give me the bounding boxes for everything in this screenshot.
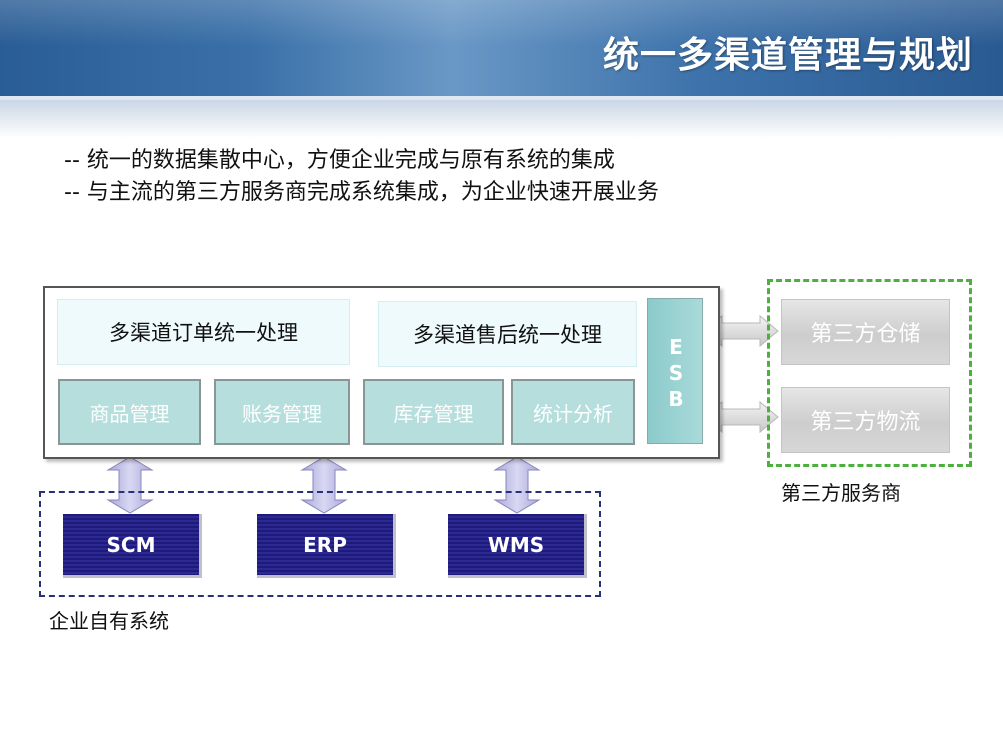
system-wms: WMS	[448, 514, 587, 578]
internal-systems-group	[39, 491, 601, 597]
arrow-erp	[300, 456, 348, 514]
system-erp: ERP	[257, 514, 396, 578]
third-party-logistics: 第三方物流	[781, 387, 950, 453]
esb-letter-e: E	[669, 335, 683, 359]
bullet-data-center: -- 统一的数据集散中心，方便企业完成与原有系统的集成	[64, 148, 615, 173]
module-analytics: 统计分析	[511, 379, 635, 445]
third-party-label: 第三方服务商	[781, 481, 901, 505]
third-party-group	[767, 279, 972, 467]
module-accounting: 账务管理	[214, 379, 350, 445]
internal-systems-label: 企业自有系统	[49, 609, 169, 633]
esb-letter-b: B	[668, 387, 684, 411]
module-product: 商品管理	[58, 379, 201, 445]
bullet-third-party: -- 与主流的第三方服务商完成系统集成，为企业快速开展业务	[64, 180, 659, 205]
system-scm: SCM	[63, 514, 202, 578]
aftersales-processing-box: 多渠道售后统一处理	[378, 301, 637, 367]
arrow-scm	[106, 456, 154, 514]
header-fade	[0, 100, 1003, 138]
header-shine	[0, 0, 1003, 46]
header-banner: 统一多渠道管理与规划	[0, 0, 1003, 100]
esb-bus: E S B	[647, 298, 703, 444]
page-title: 统一多渠道管理与规划	[602, 35, 973, 76]
arrow-wms	[493, 456, 541, 514]
arrow-logistics	[703, 400, 779, 434]
arrow-warehouse	[703, 314, 779, 348]
esb-letter-s: S	[668, 361, 684, 385]
module-inventory: 库存管理	[363, 379, 504, 445]
third-party-warehouse: 第三方仓储	[781, 299, 950, 365]
order-processing-box: 多渠道订单统一处理	[57, 299, 350, 365]
header-divider	[0, 96, 1003, 100]
